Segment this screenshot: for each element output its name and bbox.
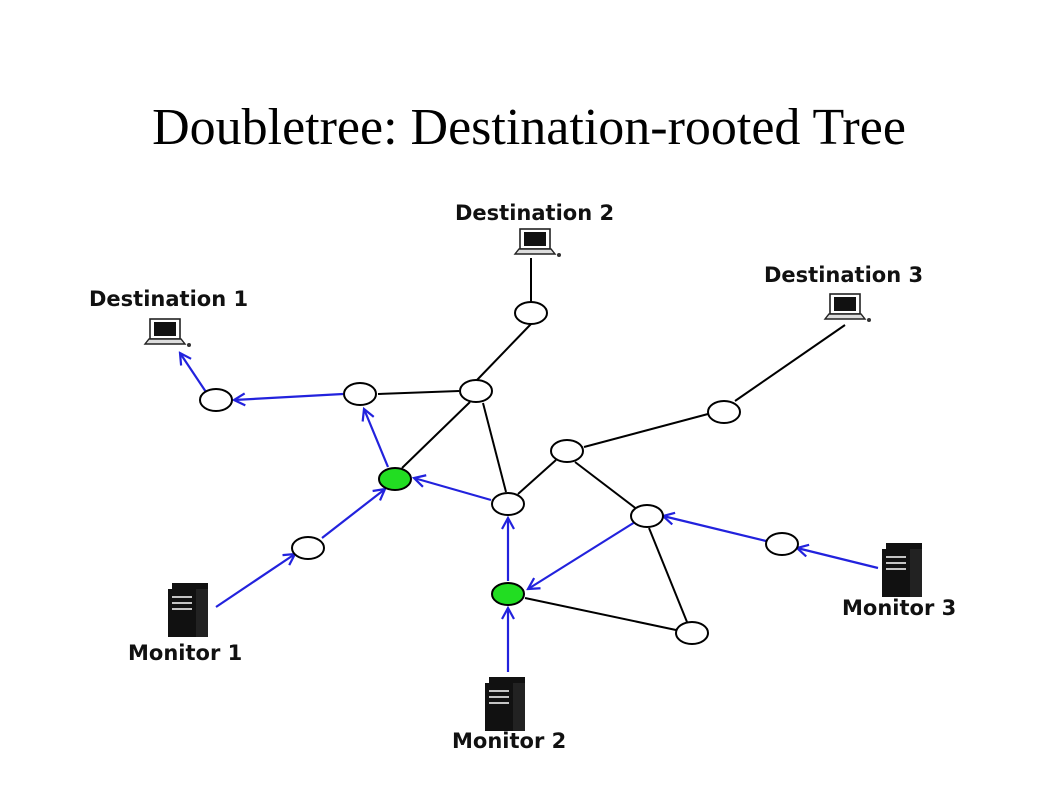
arrow-m3-n9	[797, 548, 879, 570]
edge-n1-n4	[476, 323, 532, 381]
destination-2-label: Destination 2	[455, 201, 614, 225]
server-icon	[167, 582, 209, 638]
server-icon	[881, 542, 923, 598]
destination-2: Destination 2	[455, 201, 614, 258]
router-node	[514, 301, 548, 325]
monitor-1-label: Monitor 1	[128, 641, 242, 665]
convergence-node	[491, 582, 525, 606]
convergence-node	[378, 467, 412, 491]
blue-arrows	[180, 353, 879, 672]
destination-3-label: Destination 3	[764, 263, 923, 287]
arrow-n11-g1	[321, 489, 385, 539]
edge-n5-d3	[734, 324, 846, 402]
laptop-icon	[824, 293, 872, 323]
router-node	[550, 439, 584, 463]
server-icon	[484, 676, 526, 732]
router-nodes	[199, 301, 799, 645]
edge-n3-n4	[377, 390, 460, 395]
arrow-g1-n3	[364, 409, 390, 468]
arrow-n9-n8	[663, 516, 767, 543]
slide-title: Doubletree: Destination-rooted Tree	[152, 99, 906, 156]
arrow-n8-g2	[528, 521, 636, 589]
monitor-3: Monitor 3	[842, 542, 956, 620]
arrow-n2-d1	[180, 353, 207, 393]
edge-g2-n10	[524, 597, 677, 631]
router-node	[343, 382, 377, 406]
destination-1-label: Destination 1	[89, 287, 248, 311]
router-node	[459, 379, 493, 403]
router-node	[707, 400, 741, 424]
edge-n4-g1	[401, 401, 471, 469]
edge-n6-n8	[574, 461, 639, 511]
destination-1: Destination 1	[89, 287, 248, 348]
router-node	[291, 536, 325, 560]
destination-3: Destination 3	[764, 263, 923, 323]
arrow-n3-n2	[234, 394, 344, 400]
edge-n8-n10	[648, 527, 688, 623]
edge-n6-n5	[583, 413, 709, 448]
router-node	[630, 504, 664, 528]
router-node	[675, 621, 709, 645]
router-node	[765, 532, 799, 556]
monitor-2-label: Monitor 2	[452, 729, 566, 753]
black-edges	[377, 258, 846, 631]
arrow-m1-n11	[215, 554, 295, 608]
edge-n7-n6	[517, 459, 557, 495]
monitor-2: Monitor 2	[452, 676, 566, 753]
laptop-icon	[144, 318, 192, 348]
laptop-icon	[514, 228, 562, 258]
router-node	[199, 388, 233, 412]
monitor-3-label: Monitor 3	[842, 596, 956, 620]
edge-n4-n7	[482, 402, 507, 493]
monitor-1: Monitor 1	[128, 582, 242, 665]
arrow-n7-g1	[414, 478, 492, 502]
router-node	[491, 492, 525, 516]
